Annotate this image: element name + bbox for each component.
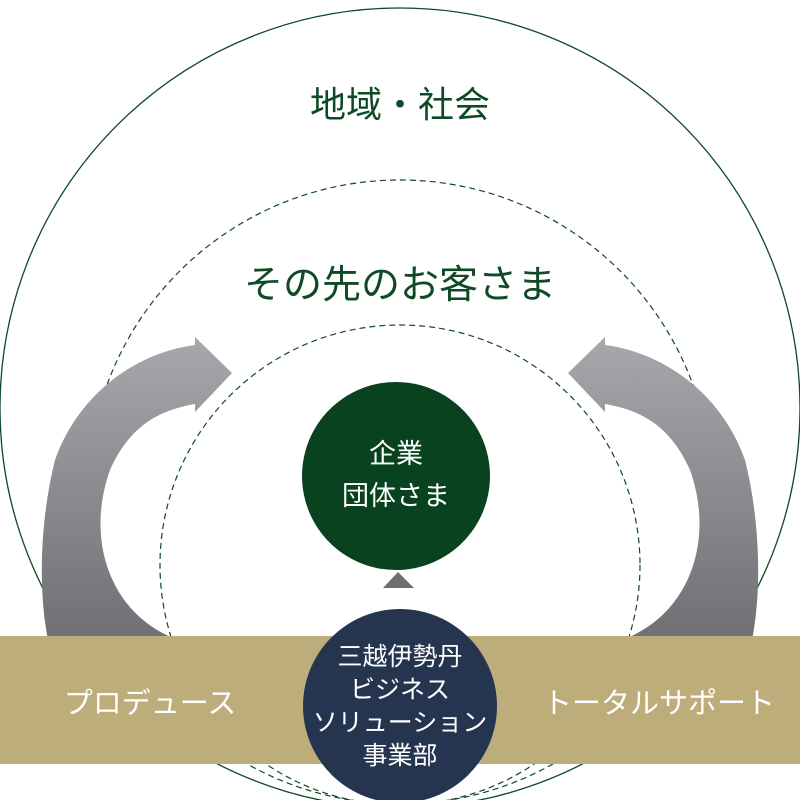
up-triangle — [383, 572, 414, 588]
center-label-line2: 団体さま — [342, 481, 450, 512]
band-left-label: プロデュース — [63, 686, 237, 720]
bottom-label-line4: 事業部 — [362, 741, 438, 770]
outer-circle — [0, 7, 800, 800]
bottom-circle-label: 三越伊勢丹 ビジネス ソリューション 事業部 — [304, 630, 496, 782]
left-curved-arrow — [41, 337, 232, 640]
bottom-circle — [303, 609, 497, 800]
band-right-label: トータルサポート — [542, 686, 775, 720]
middle-circle-label: その先のお客さま — [243, 263, 556, 308]
outer-circle-label: 地域・社会 — [309, 85, 490, 126]
center-circle — [302, 382, 490, 570]
bottom-label-line3: ソリューション — [312, 708, 488, 737]
inner-dashed-circle — [159, 324, 641, 800]
center-circle-label: 企業 団体さま — [302, 382, 490, 570]
bottom-label-line1: 三越伊勢丹 — [337, 642, 463, 671]
right-curved-arrow — [568, 337, 759, 640]
bottom-label-line2: ビジネス — [349, 675, 450, 704]
center-label-line1: 企業 — [369, 439, 423, 470]
